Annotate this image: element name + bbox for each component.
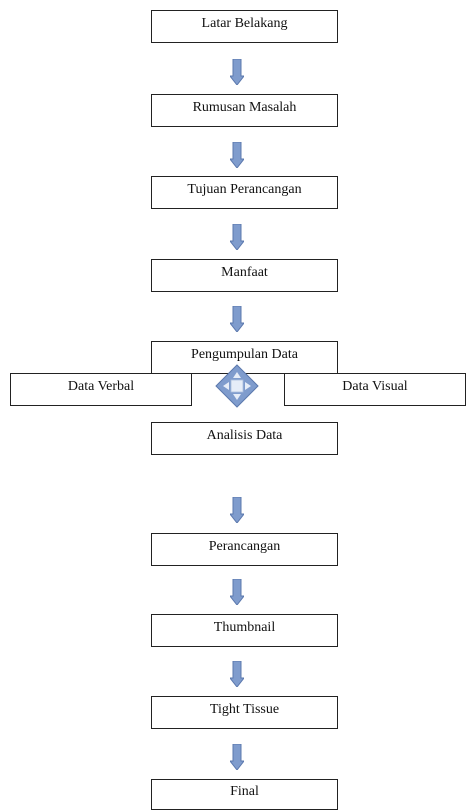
step-manfaat: Manfaat bbox=[151, 259, 338, 292]
step-label: Analisis Data bbox=[206, 428, 283, 443]
step-label: Tight Tissue bbox=[209, 702, 280, 717]
step-label: Perancangan bbox=[208, 539, 281, 554]
branch-data-verbal: Data Verbal bbox=[10, 373, 192, 406]
down-arrow-icon bbox=[230, 497, 244, 523]
step-tight-tissue: Tight Tissue bbox=[151, 696, 338, 729]
down-arrow-icon bbox=[230, 306, 244, 332]
step-label: Manfaat bbox=[221, 265, 268, 280]
step-label: Final bbox=[230, 784, 259, 799]
step-label: Tujuan Perancangan bbox=[187, 182, 302, 197]
down-arrow-icon bbox=[230, 59, 244, 85]
step-analisis-data: Analisis Data bbox=[151, 422, 338, 455]
down-arrow-icon bbox=[230, 661, 244, 687]
step-label: Thumbnail bbox=[213, 620, 276, 635]
down-arrow-icon bbox=[230, 579, 244, 605]
step-perancangan: Perancangan bbox=[151, 533, 338, 566]
down-arrow-icon bbox=[230, 142, 244, 168]
branch-label: Data Verbal bbox=[67, 379, 135, 394]
step-pengumpulan-data: Pengumpulan Data bbox=[151, 341, 338, 374]
step-label: Rumusan Masalah bbox=[192, 100, 297, 115]
step-rumusan-masalah: Rumusan Masalah bbox=[151, 94, 338, 127]
down-arrow-icon bbox=[230, 224, 244, 250]
step-label: Latar Belakang bbox=[201, 16, 288, 31]
branch-data-visual: Data Visual bbox=[284, 373, 466, 406]
step-label: Pengumpulan Data bbox=[191, 347, 298, 362]
step-final: Final bbox=[151, 779, 338, 810]
four-way-arrow-icon bbox=[215, 364, 259, 408]
step-latar-belakang: Latar Belakang bbox=[151, 10, 338, 43]
branch-label: Data Visual bbox=[342, 379, 408, 394]
step-tujuan-perancangan: Tujuan Perancangan bbox=[151, 176, 338, 209]
down-arrow-icon bbox=[230, 744, 244, 770]
step-thumbnail: Thumbnail bbox=[151, 614, 338, 647]
